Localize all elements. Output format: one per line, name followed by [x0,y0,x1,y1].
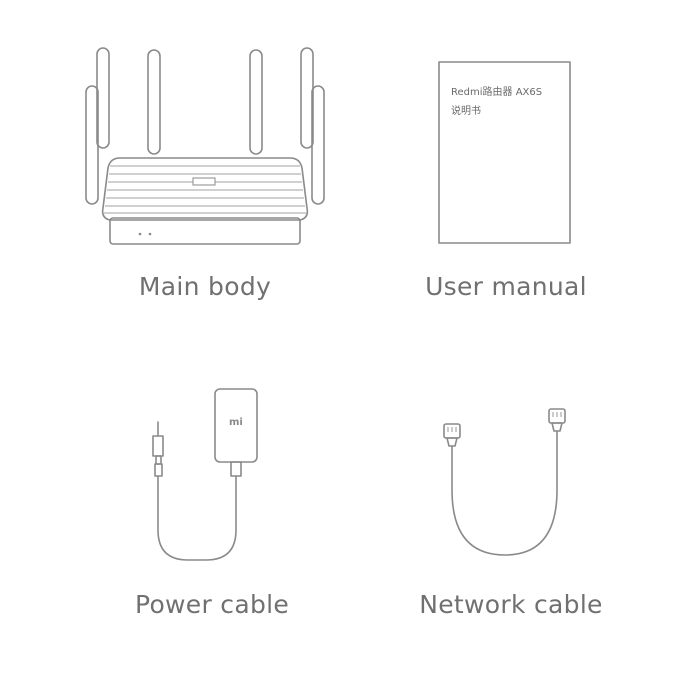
user-manual-item: Redmi路由器 AX6S 说明书 User manual [425,61,587,301]
network-cable-label: Network cable [419,590,603,619]
manual-illustration [438,61,571,244]
user-manual-label: User manual [425,272,587,301]
router-body [101,157,309,245]
router-antennas [85,47,325,205]
power-cable-label: Power cable [134,590,290,619]
manual-subtitle: 说明书 [451,106,481,117]
manual-title: Redmi路由器 AX6S [451,87,543,98]
main-body-item: Main body [0,0,345,345]
main-body-label: Main body [138,272,272,301]
router-illustration [85,47,325,245]
mi-logo: mi [229,417,243,428]
